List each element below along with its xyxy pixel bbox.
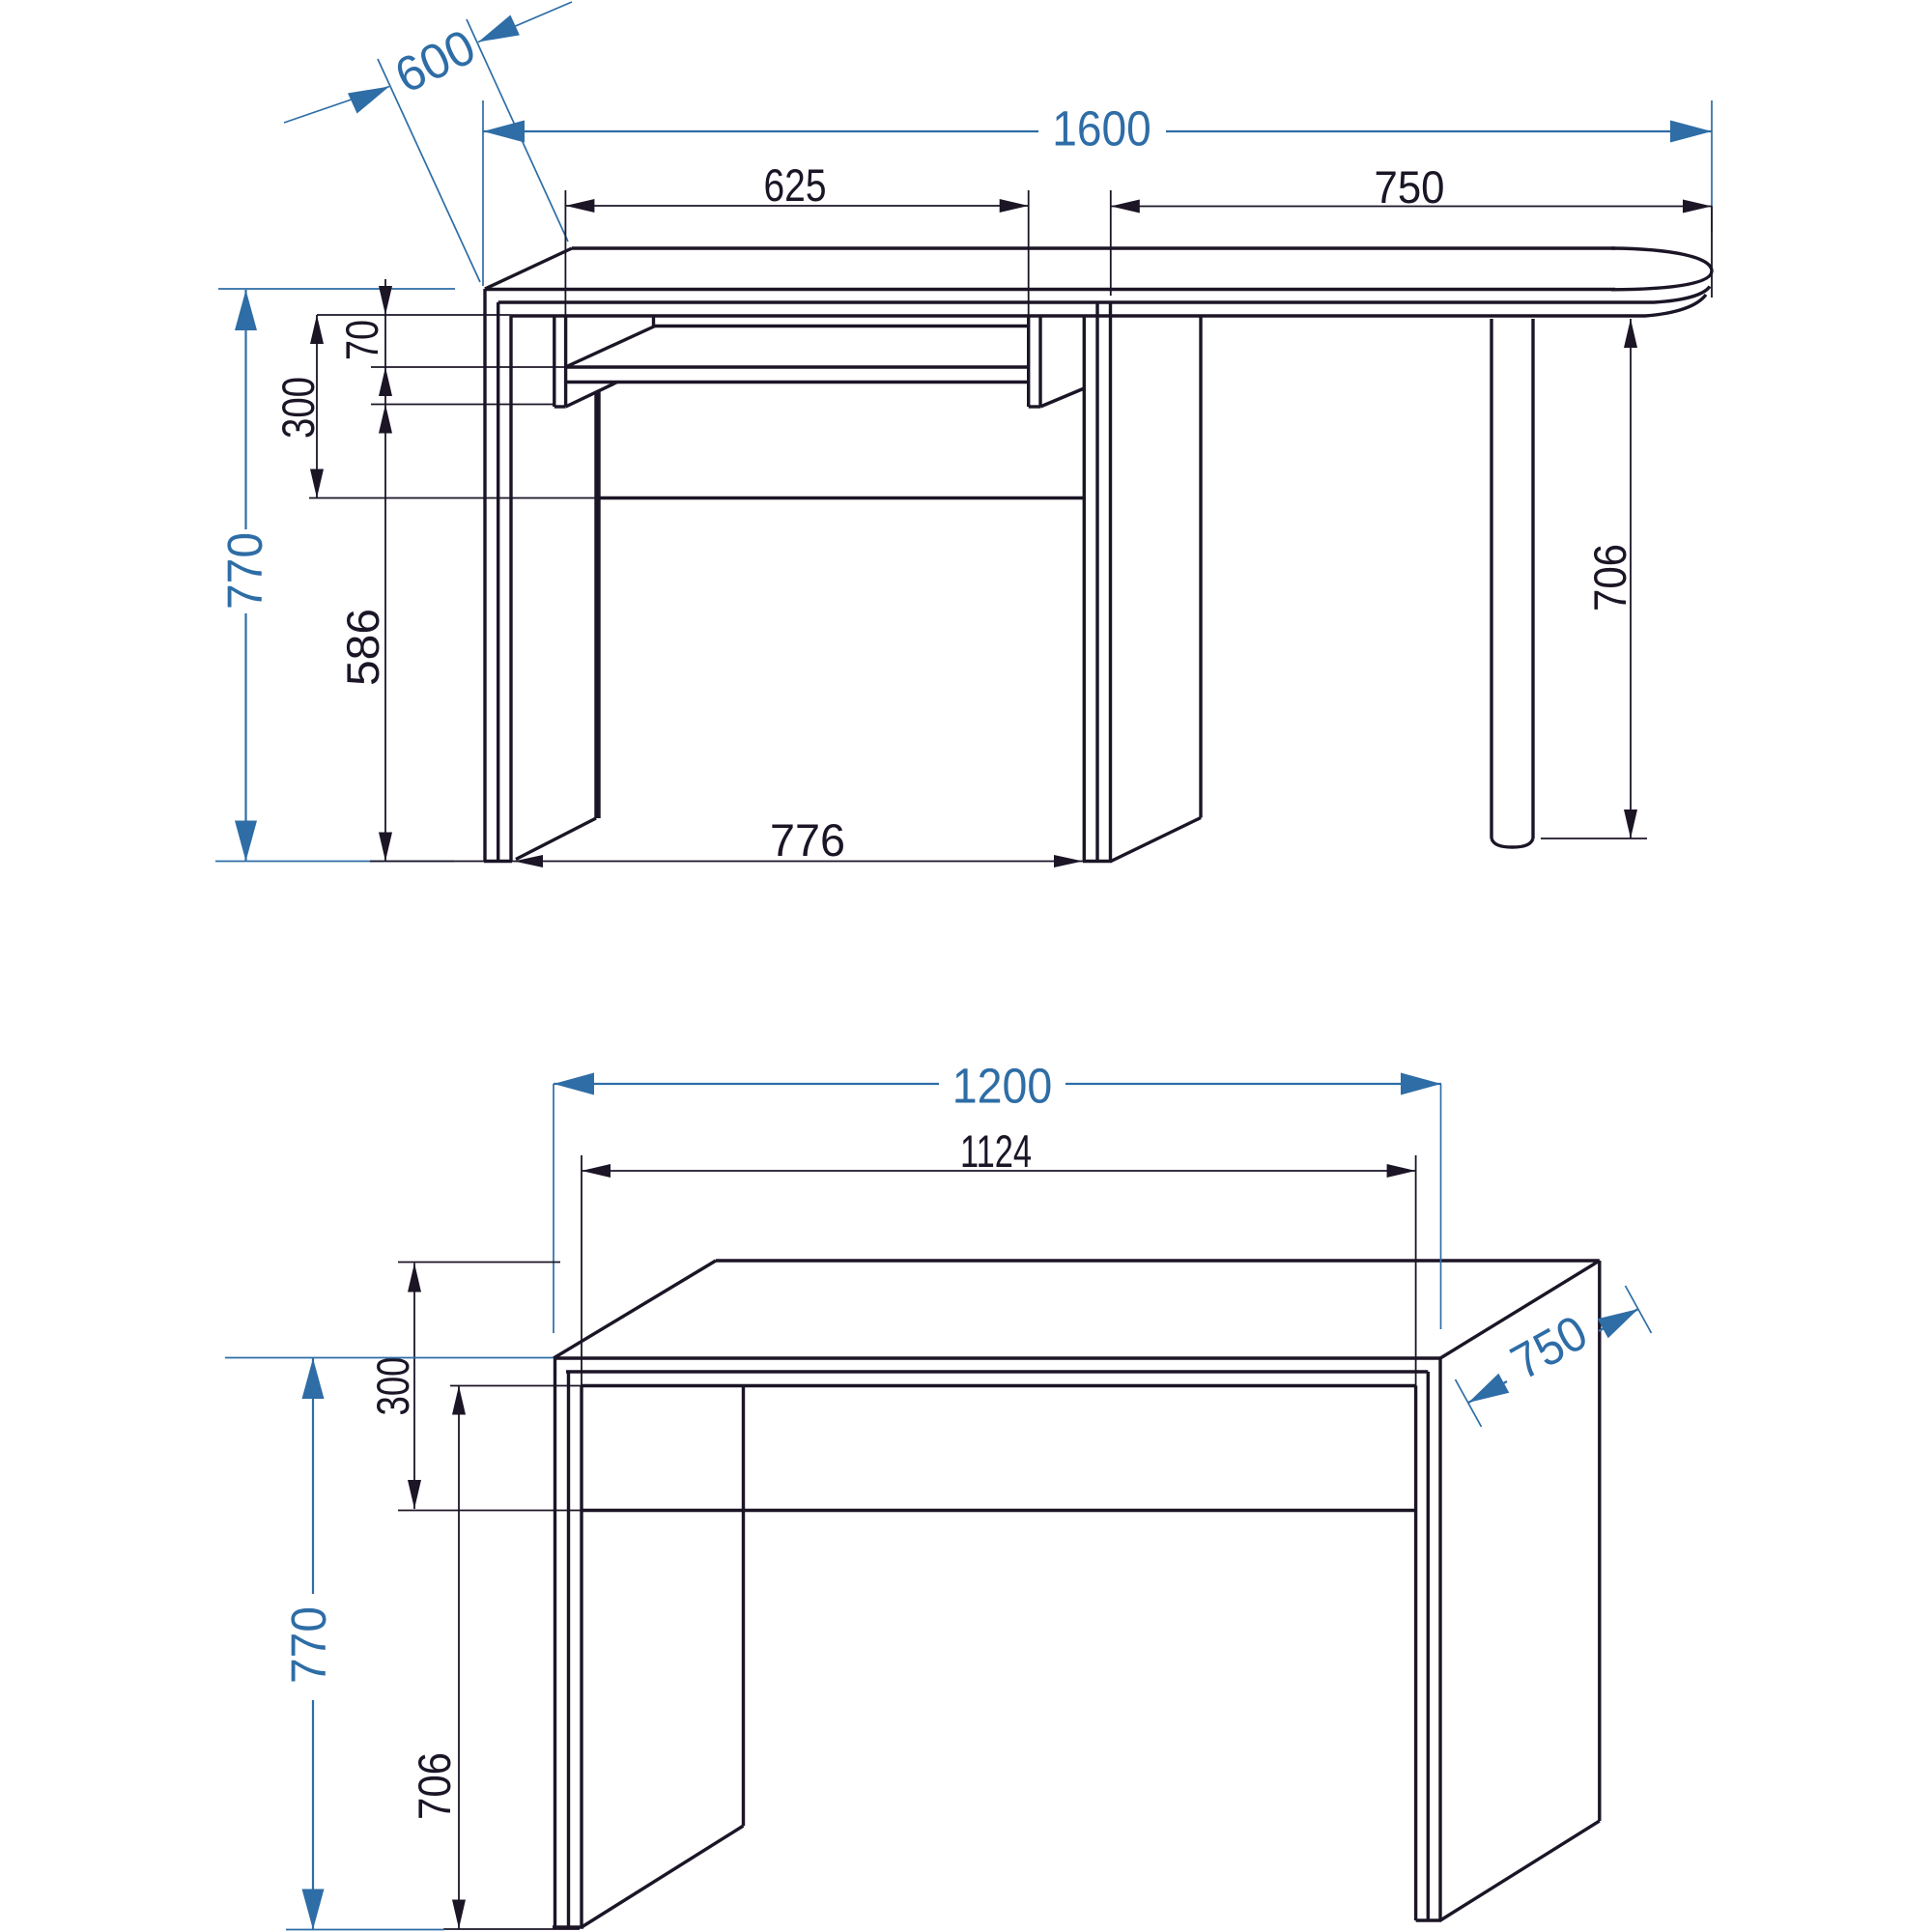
svg-text:770: 770 (217, 532, 272, 610)
svg-text:625: 625 (764, 159, 827, 211)
svg-text:1200: 1200 (952, 1059, 1053, 1114)
svg-text:706: 706 (1584, 544, 1635, 611)
svg-text:770: 770 (281, 1606, 336, 1684)
svg-text:776: 776 (770, 814, 845, 866)
svg-text:1600: 1600 (1052, 101, 1151, 156)
svg-text:706: 706 (409, 1752, 460, 1820)
svg-text:586: 586 (337, 609, 388, 686)
svg-text:750: 750 (1375, 161, 1445, 213)
svg-text:300: 300 (367, 1357, 418, 1416)
svg-text:70: 70 (336, 320, 387, 360)
svg-text:1124: 1124 (960, 1125, 1032, 1177)
svg-text:300: 300 (272, 377, 324, 439)
